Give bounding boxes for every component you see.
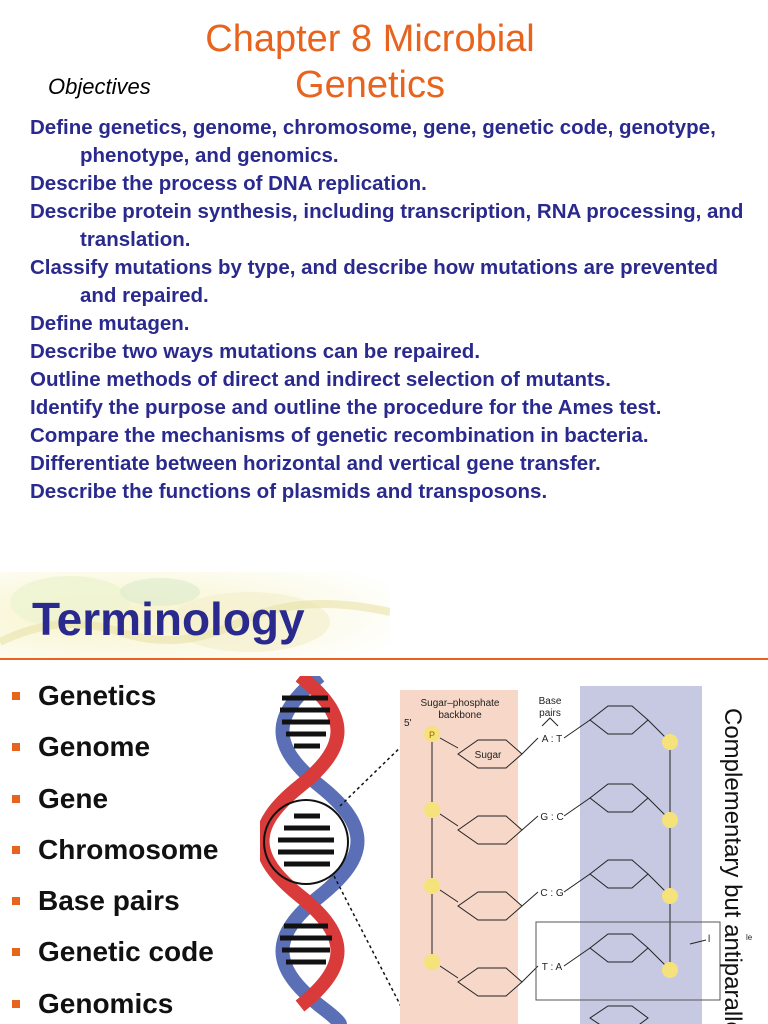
objective-item: Describe two ways mutations can be repai… [30,340,481,363]
slide-objectives: Chapter 8 Microbial Genetics Objectives … [30,16,760,506]
base-pair-label: G : C [540,812,563,823]
objective-item: Define genetics, genome, chromosome, gen… [30,116,716,167]
term-label: Base pairs [38,885,180,917]
objective-item: Describe the process of DNA replication. [30,172,427,195]
decorative-cell-background [0,572,390,658]
square-bullet-icon [12,845,20,854]
term-label: Genome [38,731,151,763]
side-caption-text: Complementary but antiparallel [719,708,746,1024]
square-bullet-icon [12,692,20,700]
square-bullet-icon [12,794,20,803]
divider [0,658,768,660]
objective-item: Define mutagen. [30,312,190,335]
nucleotide-units: P Sugar A : T G : C [424,705,753,1024]
objectives-list: Define genetics, genome, chromosome, gen… [30,114,760,506]
term-label: Chromosome [38,833,219,865]
slide-terminology: Terminology Genetics Genome Gene Chromos… [0,572,768,1024]
phosphate-label: P [429,730,435,740]
term-item: Genetics [12,676,218,727]
backbone-label-line1: Sugar–phosphate [421,698,500,709]
sugar-label: Sugar [475,750,502,761]
term-label: Gene [38,782,109,814]
objective-item: Describe protein synthesis, including tr… [30,200,744,251]
terms-list: Genetics Genome Gene Chromosome Base pai… [12,676,218,1024]
term-item: Chromosome [12,830,218,881]
base-pairs-label-line2: pairs [539,708,561,719]
square-bullet-icon [12,948,20,957]
base-pair-label: C : G [540,888,564,899]
objective-item: Outline methods of direct and indirect s… [30,368,611,391]
objective-item: Compare the mechanisms of genetic recomb… [30,424,649,447]
objective-item: Classify mutations by type, and describe… [30,256,719,307]
square-bullet-icon [12,897,20,906]
term-label: Genetics [38,680,157,711]
term-item: Genetic code [12,932,218,983]
chapter-title-line2: Genetics [295,64,445,106]
objective-item: Identify the purpose and outline the pro… [30,396,662,419]
term-label: Genetic code [38,936,214,968]
side-caption: Complementary but antiparallel [712,708,752,1024]
base-pairs-label-line1: Base [539,696,562,707]
marker-label: le [746,933,753,942]
term-item: Genomics [12,984,218,1024]
objective-item: Differentiate between horizontal and ver… [30,452,601,475]
terminology-title: Terminology [32,593,305,645]
marker-label: l [708,934,710,945]
objectives-label: Objectives [48,74,151,99]
base-pair-label: A : T [542,734,562,745]
term-label: Genomics [38,987,174,1019]
base-pair-label: T : A [542,962,563,973]
square-bullet-icon [12,743,20,752]
term-item: Genome [12,727,218,778]
square-bullet-icon [12,999,20,1008]
dna-structure-diagram: Sugar–phosphate backbone Base pairs 5' P… [260,676,753,1024]
term-item: Base pairs [12,881,218,932]
objective-item: Describe the functions of plasmids and t… [30,480,548,503]
five-prime-label: 5' [404,718,412,729]
chapter-title: Chapter 8 Microbial Genetics [130,16,610,108]
dna-double-helix-icon [260,676,365,1024]
term-item: Gene [12,779,218,830]
chapter-title-line1: Chapter 8 Microbial [205,18,535,60]
backbone-label-line2: backbone [438,710,482,721]
